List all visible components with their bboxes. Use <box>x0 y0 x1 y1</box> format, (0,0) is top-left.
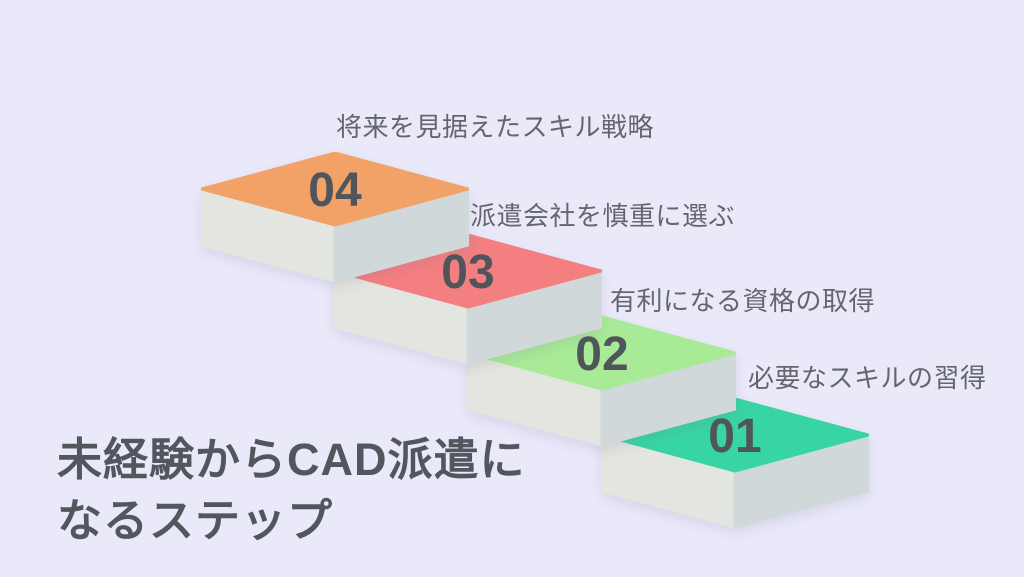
page-title-line2: なるステップ <box>57 495 334 546</box>
step-01-number: 01 <box>708 410 761 463</box>
step-04-top-face <box>201 152 469 227</box>
step-03-box: 03 <box>334 234 602 364</box>
step-02-number: 02 <box>575 328 628 381</box>
page-title: 未経験からCAD派遣に なるステップ <box>57 429 526 551</box>
step-02-label: 有利になる資格の取得 <box>610 286 876 316</box>
step-03-label: 派遣会社を慎重に選ぶ <box>470 201 736 231</box>
step-04-box: 04 <box>201 152 469 282</box>
step-03-number: 03 <box>441 246 494 299</box>
page-title-line1: 未経験からCAD派遣に <box>57 434 526 485</box>
step-02-box: 02 <box>468 316 736 446</box>
step-04-label: 将来を見据えたスキル戦略 <box>336 112 655 142</box>
step-01-label: 必要なスキルの習得 <box>748 363 987 393</box>
step-04-number: 04 <box>308 164 362 217</box>
